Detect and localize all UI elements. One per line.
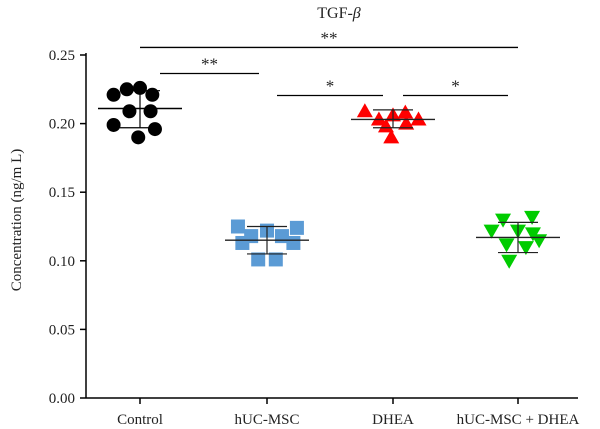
y-tick-label: 0.15 [49, 185, 75, 201]
x-tick-label: Control [117, 412, 163, 428]
data-point-control [133, 80, 147, 95]
data-point-control [106, 87, 121, 102]
y-axis-label: Concentration (ng/m L) [9, 149, 25, 291]
data-point-control [119, 82, 134, 97]
data-point-huc-msc [289, 220, 304, 235]
x-tick-labels: Control hUC-MSC DHEA hUC-MSC + DHEA [117, 398, 579, 428]
data-point-huc-msc [235, 235, 250, 250]
data-point-dhea [383, 129, 400, 144]
data-point-huc-msc-dhea [498, 238, 515, 253]
data-points [106, 80, 548, 269]
significance-label: ** [321, 28, 338, 47]
data-point-control [143, 104, 158, 119]
significance-label: * [451, 76, 460, 95]
data-point-dhea [410, 111, 427, 126]
data-point-huc-msc-dhea [524, 210, 541, 225]
axes [85, 53, 578, 399]
chart-title-text: TGF- [317, 5, 353, 22]
chart-title-symbol: β [352, 5, 361, 22]
data-point-dhea [398, 115, 415, 130]
data-point-dhea [370, 111, 387, 126]
data-point-huc-msc [268, 252, 283, 267]
data-point-huc-msc-dhea [517, 241, 534, 256]
data-point-dhea [356, 103, 373, 118]
data-point-control [145, 87, 160, 102]
data-point-huc-msc [230, 219, 245, 234]
data-point-control [147, 122, 162, 137]
y-tick-label: 0.20 [49, 117, 75, 133]
significance-label: ** [201, 55, 218, 74]
data-point-dhea [377, 118, 394, 133]
y-ticks: 0.00 0.05 0.10 0.15 0.20 0.25 [49, 48, 86, 407]
x-tick-label: hUC-MSC [234, 412, 299, 428]
svg-text:TGF-β: TGF-β [317, 5, 361, 22]
x-tick-label: DHEA [372, 412, 414, 428]
mean-sd-bars [98, 90, 560, 255]
y-tick-label: 0.25 [49, 48, 75, 64]
data-point-huc-msc-dhea [483, 224, 500, 239]
data-point-huc-msc [286, 235, 301, 250]
chart-title: TGF-β [317, 5, 361, 22]
significance-label: * [326, 76, 335, 95]
significance-brackets: ****** [140, 28, 518, 97]
x-tick-label: hUC-MSC + DHEA [457, 412, 580, 428]
data-point-dhea [397, 104, 414, 119]
data-point-huc-msc-dhea [495, 213, 512, 228]
data-point-control [106, 117, 121, 132]
y-tick-label: 0.05 [49, 322, 75, 338]
y-tick-label: 0.00 [49, 391, 75, 407]
data-point-huc-msc [251, 252, 266, 267]
data-point-control [131, 130, 146, 145]
y-tick-label: 0.10 [49, 254, 75, 270]
data-point-control [122, 104, 137, 119]
data-point-huc-msc-dhea [501, 254, 518, 269]
